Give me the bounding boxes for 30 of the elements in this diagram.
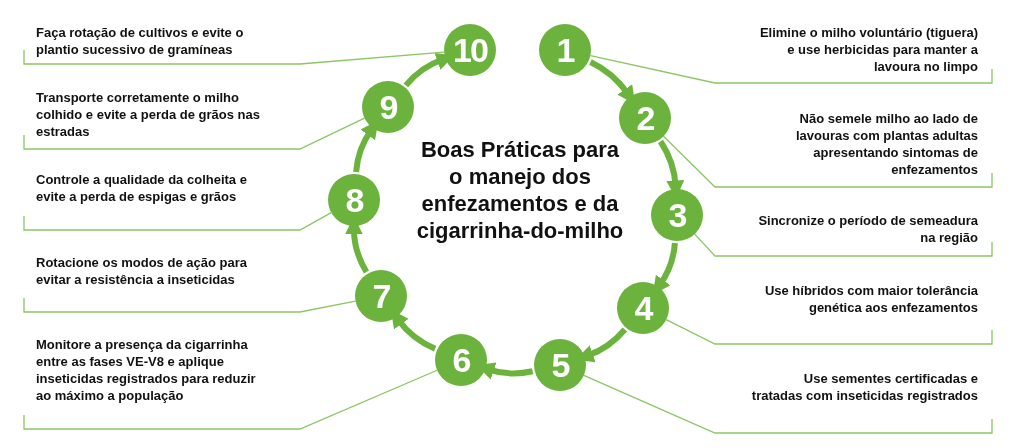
step-number-circle: 4	[617, 282, 669, 334]
leader-line	[665, 319, 993, 345]
leader-line	[23, 297, 357, 313]
practice-text: Sincronize o período de semeadura na região	[750, 212, 992, 246]
leader-line	[23, 369, 438, 430]
practice-text: Monitore a presença da cigarrinha entre as fases VE-V8 e aplique inseticidas registrados para reduzir ao máximo a população	[24, 336, 264, 404]
practice-text: Use híbridos com maior tolerância genética aos enfezamentos	[750, 282, 992, 316]
step-number-circle: 3	[651, 189, 703, 241]
step-number-circle: 1	[539, 24, 591, 76]
step-number-circle: 7	[355, 270, 407, 322]
leader-line	[662, 135, 993, 188]
step-number-circle: 10	[444, 24, 496, 76]
practice-text: Elimine o milho voluntário (tiguera) e use herbicidas para manter a lavoura no limpo	[750, 24, 992, 75]
step-number-circle: 6	[435, 334, 487, 386]
step-number-circle: 2	[619, 92, 671, 144]
step-number-circle: 9	[362, 81, 414, 133]
leader-line	[694, 233, 993, 257]
practice-text: Transporte corretamente o milho colhido e evite a perda de grãos nas estradas	[24, 89, 264, 140]
practice-text: Faça rotação de cultivos e evite o plantio sucessivo de gramíneas	[24, 24, 264, 58]
practice-text: Rotacione os modos de ação para evitar a resistência a inseticidas	[24, 254, 264, 288]
leader-line	[589, 54, 993, 84]
leader-line	[583, 374, 993, 434]
step-number-circle: 8	[328, 174, 380, 226]
practice-text: Use sementes certificadas e tratadas com inseticidas registrados	[750, 370, 992, 404]
leader-line	[23, 212, 332, 231]
leader-line	[23, 117, 366, 150]
practice-text: Controle a qualidade da colheita e evite a perda de espigas e grãos	[24, 171, 264, 205]
leader-line	[23, 49, 445, 65]
practice-text: Não semele milho ao lado de lavouras com plantas adultas apresentando sintomas de enfezamentos	[750, 110, 992, 178]
step-number-circle: 5	[534, 339, 586, 391]
